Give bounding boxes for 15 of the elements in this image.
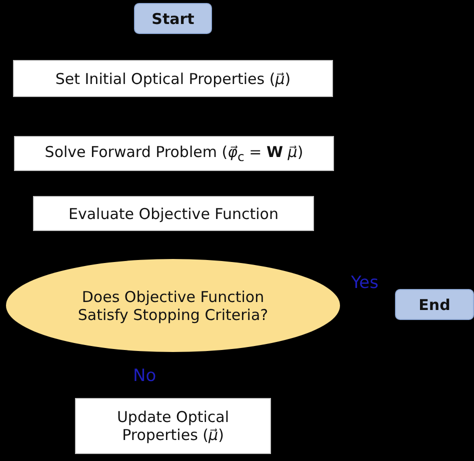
process-box [75,398,271,454]
node-text: Solve Forward Problem (φ⃗$_{c}$ = W μ⃗) [44,143,304,164]
process-box [13,60,333,97]
yes-label: Yes [351,273,378,293]
end-terminal [395,289,474,320]
node-text: End [418,296,450,314]
process-box [14,136,334,171]
node-text: Set Initial Optical Properties (μ⃗) [55,70,291,88]
start-terminal [134,3,212,34]
node-text: Start [152,10,194,28]
node-text: Does Objective Function Satisfy Stopping Criteria? [76,288,270,324]
node-text: Update Optical Properties (μ⃗) [116,408,230,444]
no-label: No [133,366,156,386]
node-text: Evaluate Objective Function [68,204,278,222]
process-box [33,196,314,231]
